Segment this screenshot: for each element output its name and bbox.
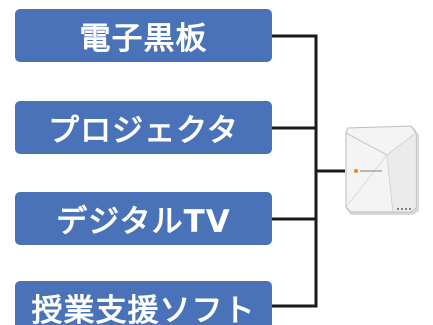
box-digital-tv: デジタルTV (15, 192, 272, 245)
box-class-support-software: 授業支援ソフト (15, 281, 272, 325)
box-label: 電子黒板 (79, 21, 208, 57)
box-projector: プロジェクタ (15, 101, 272, 154)
box-label: プロジェクタ (48, 113, 239, 149)
box-electronic-blackboard: 電子黒板 (15, 9, 272, 62)
wireless-display-receiver-icon (345, 125, 419, 215)
box-label: デジタルTV (56, 204, 231, 240)
box-label: 授業支援ソフト (31, 293, 256, 325)
